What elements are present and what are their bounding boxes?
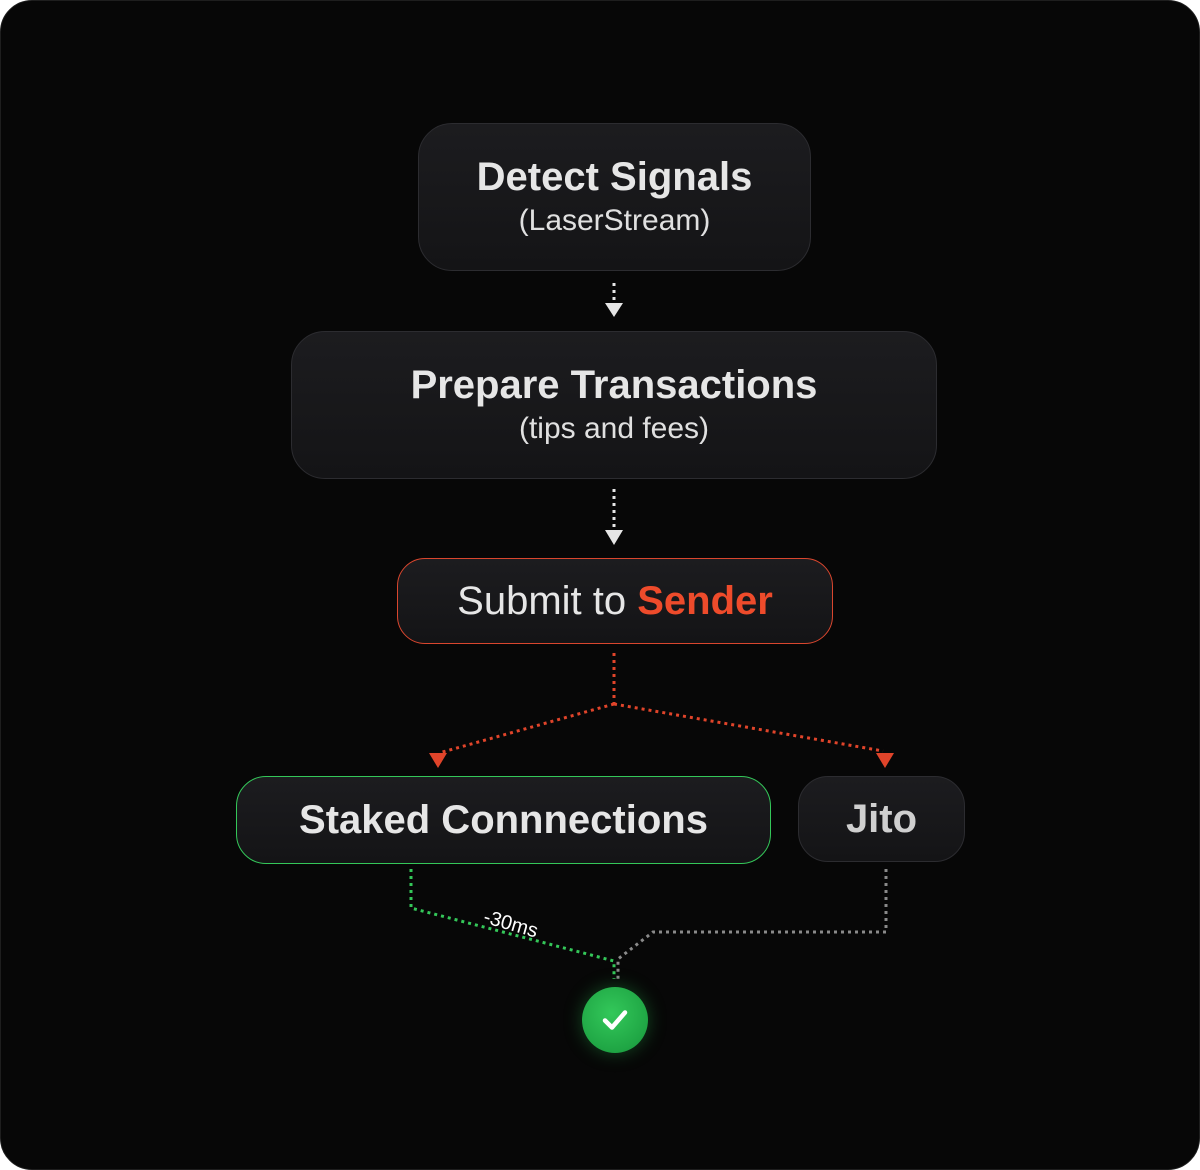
sender-label: Sender bbox=[637, 578, 773, 623]
arrowhead-submit bbox=[605, 530, 623, 545]
success-check-badge bbox=[582, 987, 648, 1053]
staked-connections-title: Staked Connnections bbox=[299, 798, 708, 842]
prepare-transactions-node: Prepare Transactions (tips and fees) bbox=[291, 331, 937, 479]
detect-signals-node: Detect Signals (LaserStream) bbox=[418, 123, 811, 271]
submit-to-sender-node: Submit to Sender bbox=[397, 558, 833, 644]
staked-connections-node: Staked Connnections bbox=[236, 776, 771, 864]
arrowhead-staked bbox=[429, 753, 447, 768]
arrowhead-prepare bbox=[605, 303, 623, 317]
submit-label: Submit to bbox=[457, 578, 638, 623]
checkmark-icon bbox=[602, 1010, 628, 1030]
detect-signals-title: Detect Signals bbox=[476, 155, 753, 199]
prepare-transactions-subtitle: (tips and fees) bbox=[518, 412, 710, 445]
prepare-transactions-title: Prepare Transactions bbox=[410, 363, 818, 407]
edge-jito-to-check bbox=[616, 869, 888, 979]
detect-signals-subtitle: (LaserStream) bbox=[518, 204, 711, 237]
arrowhead-jito bbox=[876, 753, 894, 768]
jito-title: Jito bbox=[845, 797, 918, 841]
jito-node: Jito bbox=[798, 776, 965, 862]
edge-split-to-staked bbox=[438, 702, 615, 755]
edge-split-to-jito bbox=[613, 702, 884, 753]
